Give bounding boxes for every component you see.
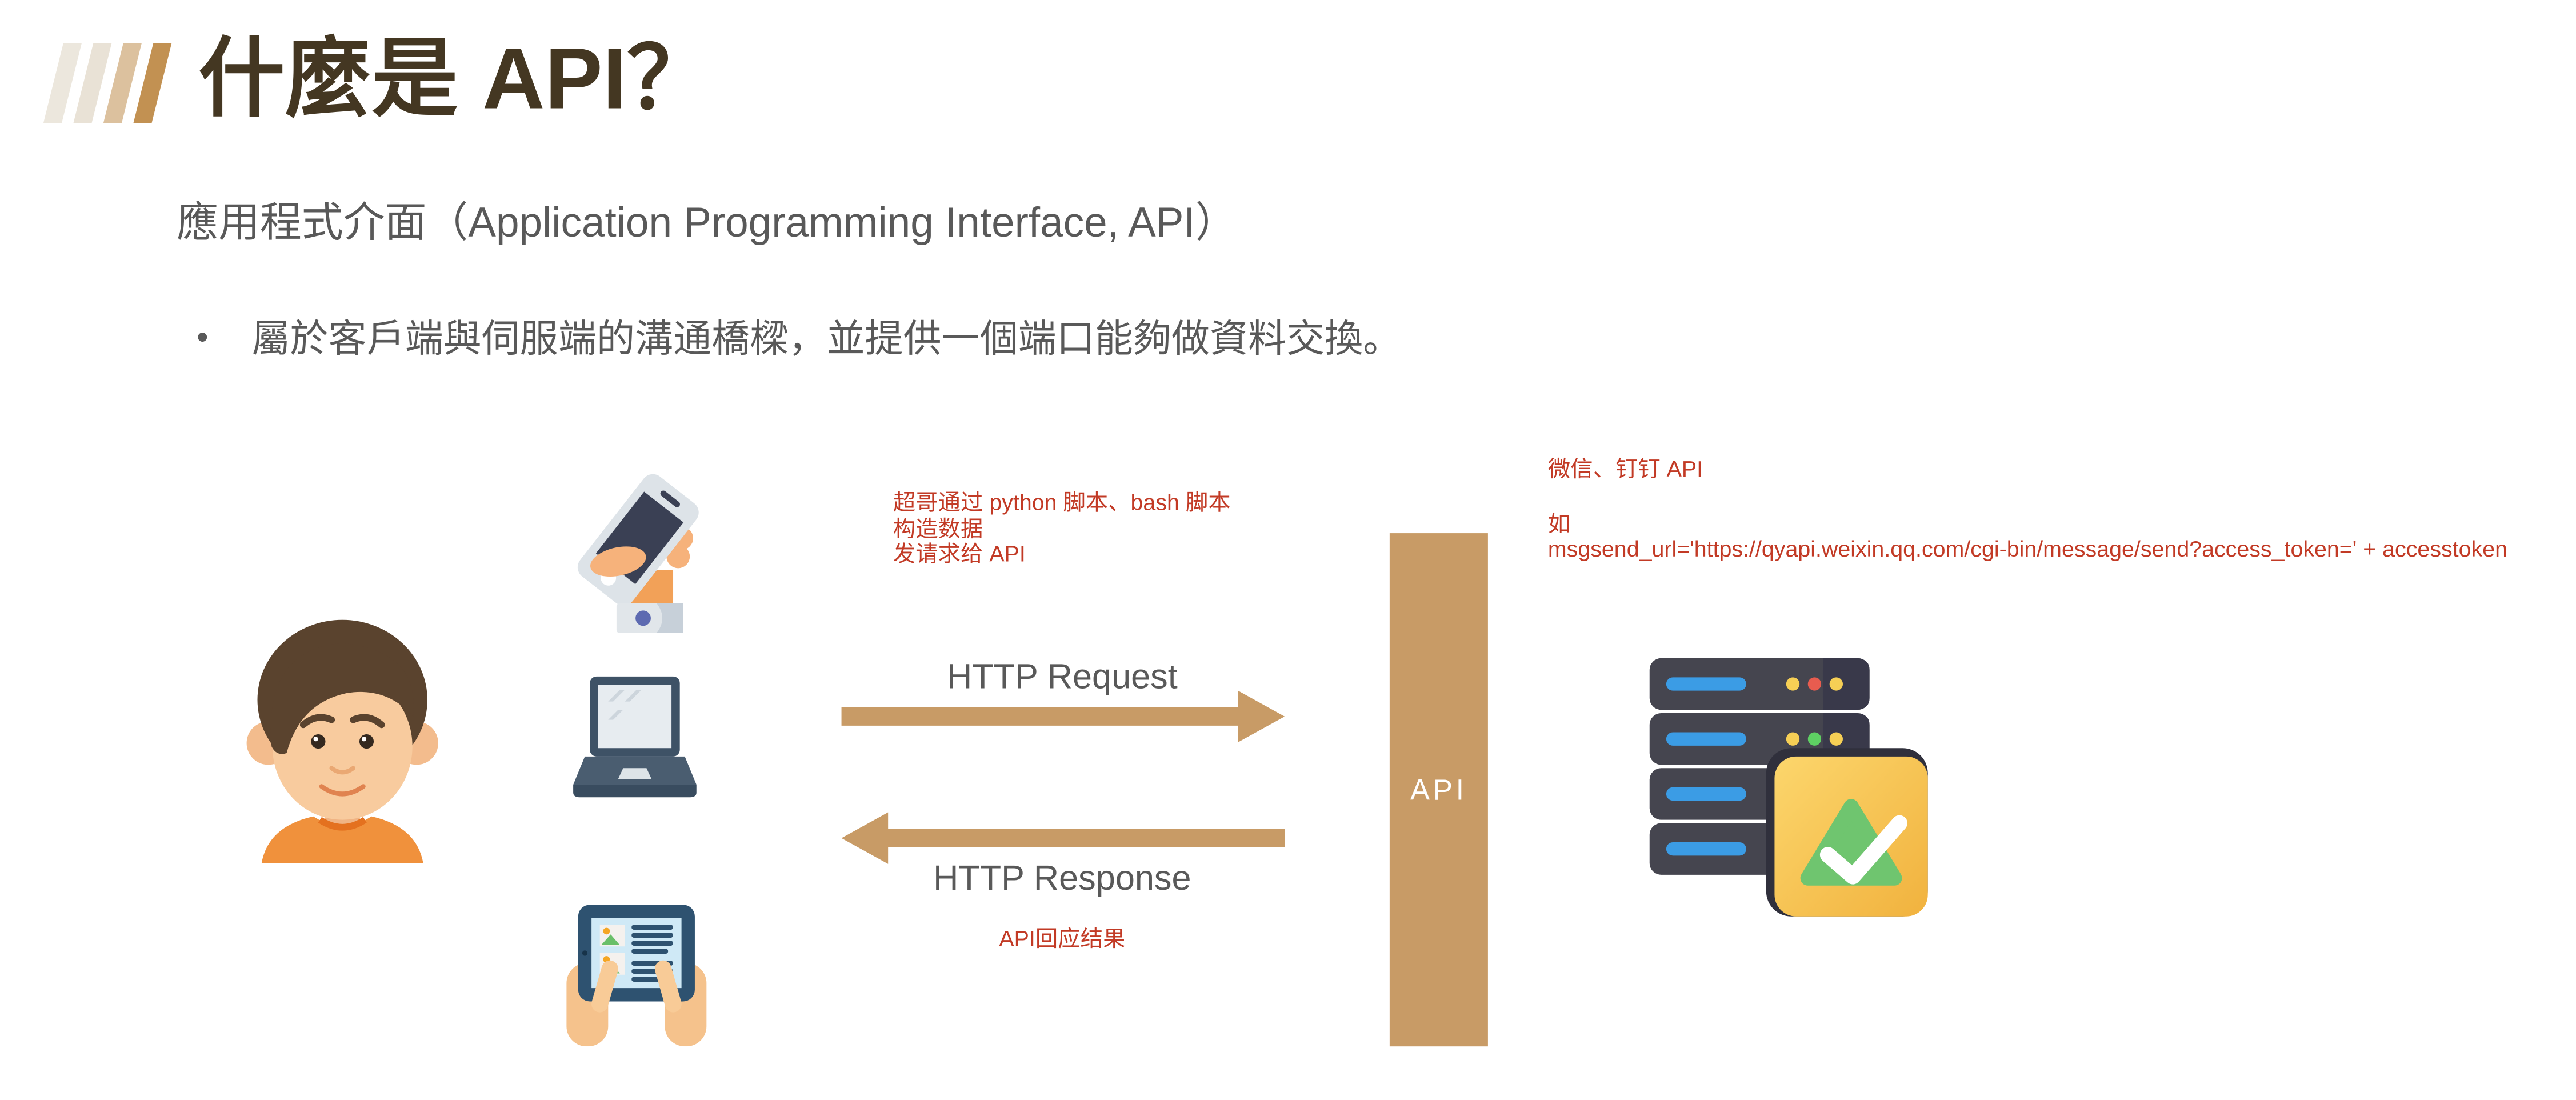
decorative-slash-4 bbox=[133, 43, 172, 123]
server-annotation-line3: msgsend_url='https://qyapi.weixin.qq.com… bbox=[1547, 536, 2508, 562]
title-decoration-slashes bbox=[43, 43, 173, 123]
server-with-check-icon bbox=[1649, 658, 1928, 917]
checkmark-icon bbox=[1819, 815, 1907, 885]
server-annotation-line1: 微信、钉钉 API bbox=[1547, 456, 1703, 482]
smartphone-in-hand-icon bbox=[577, 474, 699, 634]
person-illustration bbox=[246, 619, 438, 863]
right-arrow-icon bbox=[841, 690, 1285, 743]
left-arrow-icon bbox=[841, 812, 1285, 864]
api-bar-label: API bbox=[1410, 772, 1467, 806]
laptop-icon bbox=[573, 676, 697, 798]
api-gateway-bar: API bbox=[1389, 533, 1488, 1047]
page-title: 什麼是 API？ bbox=[198, 31, 714, 129]
client-annotation-line3: 发请求给 API bbox=[893, 541, 1026, 567]
server-annotation-line2: 如 bbox=[1547, 510, 1571, 536]
bullet-marker: • bbox=[197, 319, 209, 357]
http-request-label: HTTP Request bbox=[946, 658, 1178, 697]
bullet-item: • 屬於客戶端與伺服端的溝通橋樑，並提供一個端口能夠做資料交換。 bbox=[197, 313, 1401, 363]
person-shirt bbox=[261, 816, 423, 863]
subtitle: 應用程式介面（Application Programming Interface… bbox=[177, 199, 1237, 247]
client-annotation-line2: 构造数据 bbox=[893, 515, 983, 541]
server-annotation: 微信、钉钉 API 如 msgsend_url='https://qyapi.w… bbox=[1548, 457, 2507, 562]
tablet-in-hands-icon bbox=[566, 905, 707, 1047]
http-response-label: HTTP Response bbox=[933, 859, 1191, 898]
bullet-text: 屬於客戶端與伺服端的溝通橋樑，並提供一個端口能夠做資料交換。 bbox=[251, 317, 1402, 360]
client-annotation-line1: 超哥通过 python 脚本、bash 脚本 bbox=[893, 490, 1231, 515]
client-annotation: 超哥通过 python 脚本、bash 脚本 构造数据 发请求给 API bbox=[893, 490, 1231, 567]
response-annotation: API回应结果 bbox=[999, 926, 1126, 951]
